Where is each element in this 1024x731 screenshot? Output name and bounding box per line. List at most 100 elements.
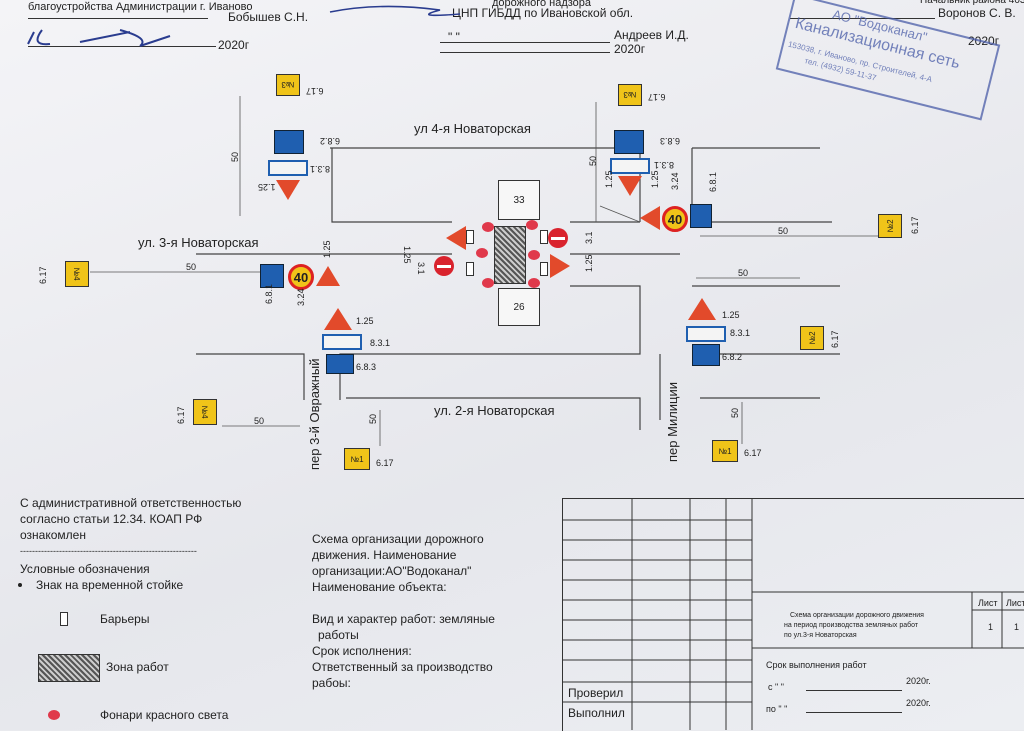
arrow-left-sign-icon: [268, 160, 308, 176]
legend-lamp-icon: [48, 710, 60, 720]
header-right-name: Воронов С. В.: [938, 6, 1016, 20]
legend-lamps: Фонари красного света: [100, 708, 229, 722]
header-center-name: Андреев И.Д.: [614, 28, 689, 42]
red-lamp: [476, 248, 488, 258]
sheet-value: 1: [988, 622, 994, 632]
barrier: [466, 230, 474, 244]
header-left-name: Бобышев С.Н.: [228, 10, 309, 24]
sheets-value: 1: [1014, 622, 1020, 632]
detour-sign-681-left: [260, 264, 284, 288]
detour-sign-681: [690, 204, 712, 228]
term-from-year: 2020г.: [906, 676, 931, 686]
info-l2: движения. Наименование: [312, 548, 457, 562]
term-from-line: [806, 690, 902, 691]
work-zone: [494, 226, 526, 284]
info-l1: Схема организации дорожного: [312, 532, 484, 546]
info-l5: Вид и характер работ: земляные: [312, 612, 495, 626]
roadworks-sign-icon-8: [688, 298, 716, 320]
consent-line-2: согласно статьи 12.34. КОАП РФ: [20, 512, 203, 526]
sign-board-n2-right: №2: [800, 326, 824, 350]
street-vert-left: пер 3-й Овражный: [307, 358, 322, 470]
barrier: [466, 262, 474, 276]
done-label: Выполнил: [568, 706, 625, 720]
building-33: 33: [498, 180, 540, 220]
term-from: с " ": [768, 682, 784, 692]
sign-board-n4-left: №4: [65, 261, 89, 287]
roadworks-sign-icon-7: [324, 308, 352, 330]
term-to-line: [806, 712, 902, 713]
info-l9: рабоы:: [312, 676, 351, 690]
right-sign-line: [790, 18, 935, 19]
center-sign-line: [440, 42, 610, 43]
handwritten-date: [27, 29, 171, 47]
roadworks-sign-icon-4: [446, 226, 466, 250]
sign-board-n4-bottom: №4: [193, 399, 217, 425]
date-line: [28, 46, 216, 47]
red-lamp: [526, 220, 538, 230]
signature-line: [28, 18, 208, 19]
header-left-org: благоустройства Администрации г. Иваново: [28, 1, 253, 13]
header-center-org: ЦНП ГИБДД по Ивановской обл.: [452, 6, 634, 20]
detour-sign-683-left: [326, 354, 354, 374]
roadworks-sign-icon-3: [640, 206, 660, 230]
info-l8: Ответственный за производство: [312, 660, 493, 674]
consent-line-1: С административной ответственностью: [20, 496, 242, 510]
term-to: по " ": [766, 704, 788, 714]
sign-board-n1-left: №1: [344, 448, 370, 470]
info-l4: Наименование объекта:: [312, 580, 447, 594]
sheets-label: Лист: [1006, 598, 1024, 608]
speed-limit-sign-left: 40: [288, 264, 314, 290]
sign-board-n3: №3: [276, 74, 300, 96]
checked-label: Проверил: [568, 686, 624, 700]
title-line-2: на период производства земляных работ: [784, 622, 919, 629]
legend-zone-icon: [38, 654, 100, 682]
sign-board-n2-top: №2: [878, 214, 902, 238]
header-right-top: Начальник района 4036: [920, 0, 1024, 6]
header-center-year: 2020г: [614, 42, 646, 56]
barrier: [540, 262, 548, 276]
roadworks-sign-icon-5: [550, 254, 570, 278]
roadworks-sign-icon-6: [316, 266, 340, 286]
no-entry-sign-icon: [434, 256, 454, 276]
building-26: 26: [498, 288, 540, 326]
consent-dashes: ----------------------------------------…: [20, 546, 197, 556]
info-l6: работы: [318, 628, 359, 642]
red-lamp: [482, 222, 494, 232]
title-block-grid: [562, 498, 1024, 730]
stand-dot-icon: [18, 583, 22, 587]
header-center-quotes: " ": [448, 30, 460, 44]
detour-sign-683: [614, 130, 644, 154]
legend-barrier-icon: [60, 612, 68, 626]
arrow-right-sign-icon: [322, 334, 362, 350]
header-left-year: 2020г: [218, 38, 250, 52]
red-lamp: [528, 278, 540, 288]
street-left: ул. 3-я Новаторская: [138, 235, 259, 250]
legend-barriers: Барьеры: [100, 612, 150, 626]
term-to-year: 2020г.: [906, 698, 931, 708]
street-top: ул 4-я Новаторская: [414, 121, 531, 136]
legend-title: Условные обозначения: [20, 562, 150, 576]
header-center-top: дорожного надзора: [492, 0, 592, 9]
street-bottom: ул. 2-я Новаторская: [434, 403, 555, 418]
legend-stand: Знак на временной стойке: [36, 578, 184, 592]
barrier: [540, 230, 548, 244]
detour-sign-682-right: [692, 344, 720, 366]
roadworks-sign-icon-2: [618, 176, 642, 196]
sheet-label: Лист: [978, 598, 998, 608]
title-line-3: по ул.3-я Новаторская: [784, 632, 857, 639]
arrow-left-sign-icon-3: [686, 326, 726, 342]
header-right-year: 2020г: [968, 34, 1000, 48]
title-block: [562, 498, 1024, 731]
legend-zone: Зона работ: [106, 660, 169, 674]
consent-line-3: ознакомлен: [20, 528, 86, 542]
red-lamp: [482, 278, 494, 288]
sign-board-n1-right: №1: [712, 440, 738, 462]
street-vert-right: пер Милиции: [665, 381, 680, 462]
term-label: Срок выполнения работ: [766, 660, 867, 670]
center-date-line: [440, 52, 610, 53]
roadworks-sign-icon: [276, 180, 300, 200]
info-l3: организации:АО"Водоканал": [312, 564, 472, 578]
sign-board-n3b: №3: [618, 84, 642, 106]
title-line-1: Схема организации дорожного движения: [790, 612, 924, 619]
